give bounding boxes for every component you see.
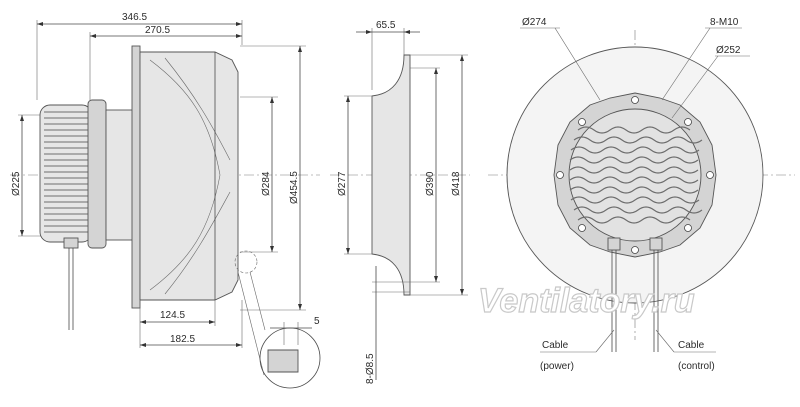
arrow [236,343,242,347]
arrow [20,230,24,236]
impeller-body [139,51,239,301]
arrow [298,304,302,310]
dim-wheel-dia: Ø454.5 [289,171,300,204]
dim-holes: 8-Ø8.5 [365,353,376,384]
dim-motor-flange-dia: Ø274 [522,17,547,28]
arrow [270,97,274,103]
arrow [37,22,43,26]
motor-flange [87,99,107,249]
dim-outer-dia: Ø418 [451,171,462,196]
dim-bolt-dia: Ø252 [716,45,741,56]
dim-motor-dia: Ø225 [11,171,22,196]
power-gland [607,237,621,251]
leader [595,329,615,353]
cable-power-sub: (power) [540,361,574,372]
arrow [366,30,372,34]
motor-rotor [105,109,137,241]
cooling-fins [569,126,703,224]
arrow [236,22,242,26]
arrow [460,289,464,295]
dim-nozzle-depth: 65.5 [376,20,396,31]
motor-cover [568,108,702,242]
impeller-blade [164,57,231,295]
motor-housing [39,104,93,243]
leader [661,27,711,101]
arrow [434,276,438,282]
detail-section [267,349,299,373]
dim-thread: 8-M10 [710,17,739,28]
arrow [460,55,464,61]
detail-marker [234,250,258,274]
arrow [90,34,96,38]
arrow [404,30,410,34]
dim-mount-width: 124.5 [160,310,185,321]
arrow [236,34,242,38]
cable-control-sub: (control) [678,361,715,372]
cable-gland [63,237,79,249]
arrow [140,343,146,347]
leader [655,329,675,353]
dim-bolt-circle: Ø390 [425,171,436,196]
arrow [20,115,24,121]
leader [671,55,719,119]
arrow [346,96,350,102]
dim-inlet-dia: Ø284 [261,171,272,196]
dim-base-length: 182.5 [170,334,195,345]
cable-control-label: Cable [678,340,705,351]
bolt-holes [556,96,714,254]
arrow [209,320,215,324]
inlet-nozzle [371,54,411,296]
dim-wheel-length: 270.5 [145,25,170,36]
nozzle-view: 65.5 Ø277 Ø390 Ø418 8-Ø8.5 [330,20,470,384]
arrow [140,320,146,324]
leader [554,27,601,101]
mounting-plate [131,45,141,309]
front-view: Ø274 8-M10 Ø252 Cable (power) Cable (con… [488,17,795,372]
control-gland [649,237,663,251]
arrow [298,46,302,52]
detail-leader [249,271,266,331]
arrow [346,248,350,254]
dim-overall-length: 346.5 [122,12,147,23]
impeller-blade [149,59,221,291]
cable-power-label: Cable [542,340,569,351]
arrow [270,246,274,252]
motor-fins [44,111,88,233]
watermark: Ventilatory.ru [478,282,695,320]
dim-flange-thickness: 5 [314,316,320,327]
dim-inner-dia: Ø277 [337,171,348,196]
arrow [434,68,438,74]
side-view: 346.5 270.5 Ø225 [10,12,321,389]
